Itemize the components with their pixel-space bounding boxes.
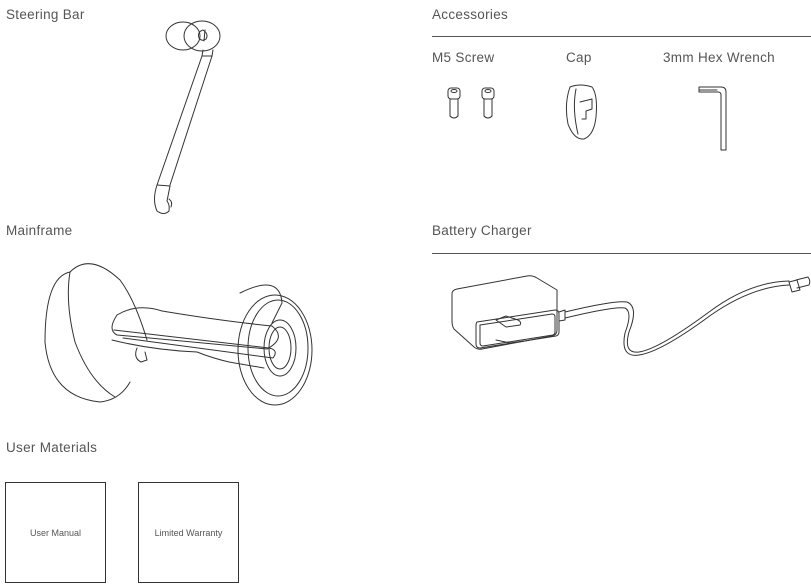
user-materials-title: User Materials bbox=[6, 440, 98, 455]
limited-warranty-label: Limited Warranty bbox=[154, 527, 223, 538]
user-manual-label: User Manual bbox=[29, 527, 82, 538]
steering-bar-icon bbox=[154, 20, 221, 214]
steering-bar-title: Steering Bar bbox=[6, 7, 85, 22]
accessories-divider bbox=[432, 36, 811, 37]
cap-icon bbox=[565, 84, 597, 140]
accessories-title: Accessories bbox=[432, 7, 509, 22]
battery-charger-title: Battery Charger bbox=[432, 223, 532, 238]
mainframe-title: Mainframe bbox=[6, 223, 73, 238]
user-manual-document: User Manual bbox=[5, 482, 106, 583]
accessory-label-m5-screw: M5 Screw bbox=[432, 50, 495, 65]
accessory-label-hex-wrench: 3mm Hex Wrench bbox=[663, 50, 775, 65]
hex-wrench-icon bbox=[698, 86, 727, 151]
accessory-label-cap: Cap bbox=[566, 50, 592, 65]
charger-icon bbox=[451, 275, 811, 356]
screw-icon bbox=[447, 87, 495, 119]
battery-charger-divider bbox=[432, 253, 811, 254]
self-balancing-scooter-icon bbox=[44, 263, 313, 406]
limited-warranty-document: Limited Warranty bbox=[138, 482, 239, 583]
